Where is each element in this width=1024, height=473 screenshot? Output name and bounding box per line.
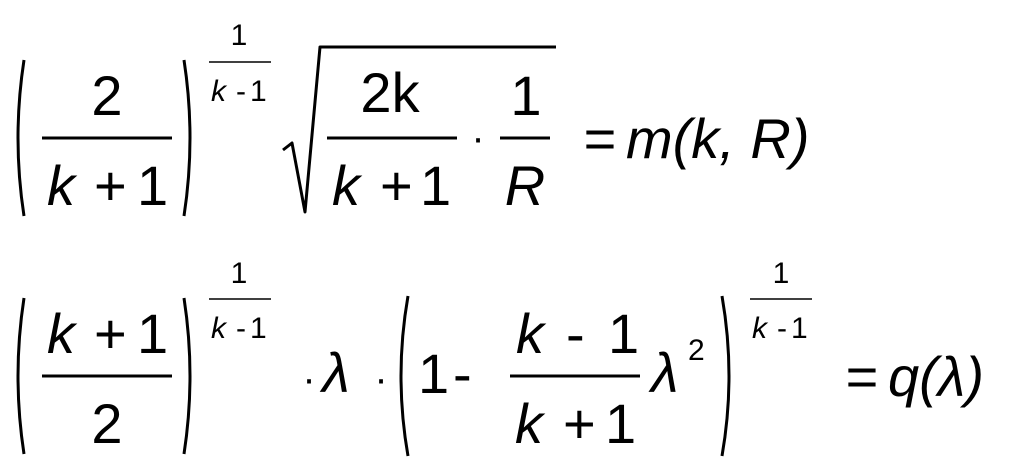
formula1-denominator-plus: + — [94, 154, 127, 217]
formula2-inner-lambda-power: 2 — [688, 334, 705, 367]
formula2-denominator: 2 — [91, 392, 122, 455]
formula2-inner-minus: - — [453, 342, 472, 405]
formula1-denominator: k + 1 — [47, 154, 168, 217]
formula2-lambda: λ — [319, 341, 350, 404]
formula2-equals: = — [846, 345, 879, 408]
formula1-equals: = — [584, 107, 617, 170]
formula2-numerator: k + 1 — [47, 302, 168, 365]
formula1-exponent-denominator: k - 1 — [211, 75, 267, 108]
formula1-dot: · — [471, 116, 484, 160]
formula2-inner-frac-numerator: k - 1 — [516, 302, 639, 365]
formula2-inner-lambda: λ — [648, 341, 679, 404]
formula2-right-paren — [182, 297, 192, 455]
formula2-inner-right-paren — [720, 295, 731, 457]
formula2-inner-frac-denominator: k + 1 — [515, 392, 636, 455]
formula1-frac2-numerator: 1 — [510, 64, 541, 127]
formula2-inner-left-paren — [399, 295, 410, 457]
formula1-frac2-denominator: R — [505, 154, 545, 217]
formula2-dot2: · — [374, 357, 387, 401]
formula1-sqrt-sign — [282, 45, 556, 214]
formula2-left-paren — [16, 297, 26, 455]
formula1-sqrt-numerator: 2k — [360, 61, 420, 124]
formula1-exponent-numerator: 1 — [231, 19, 248, 52]
formula1-numerator: 2 — [91, 64, 122, 127]
formula2-exponent2-numerator: 1 — [773, 257, 790, 290]
formula-2: k + 1 2 1 k - 1 · λ · 1 - k - 1 k + 1 — [16, 257, 984, 457]
formula1-result: m(k, R) — [626, 107, 810, 170]
formula2-exponent2-denominator: k - 1 — [752, 312, 808, 345]
formula1-denominator-k: k — [47, 154, 78, 217]
formula-1: 2 k + 1 1 k - 1 2k k + 1 · 1 R — [16, 19, 810, 217]
formula2-dot1: · — [302, 357, 315, 401]
formula1-left-paren — [16, 59, 26, 217]
formula2-exponent1-denominator: k - 1 — [211, 312, 267, 345]
formula1-right-paren — [182, 59, 192, 217]
formula2-result: q(λ) — [888, 345, 984, 408]
formula2-inner-one: 1 — [418, 342, 449, 405]
formula1-denominator-one: 1 — [137, 154, 168, 217]
formula2-exponent1-numerator: 1 — [231, 257, 248, 290]
formula1-sqrt-denominator: k + 1 — [332, 154, 451, 217]
